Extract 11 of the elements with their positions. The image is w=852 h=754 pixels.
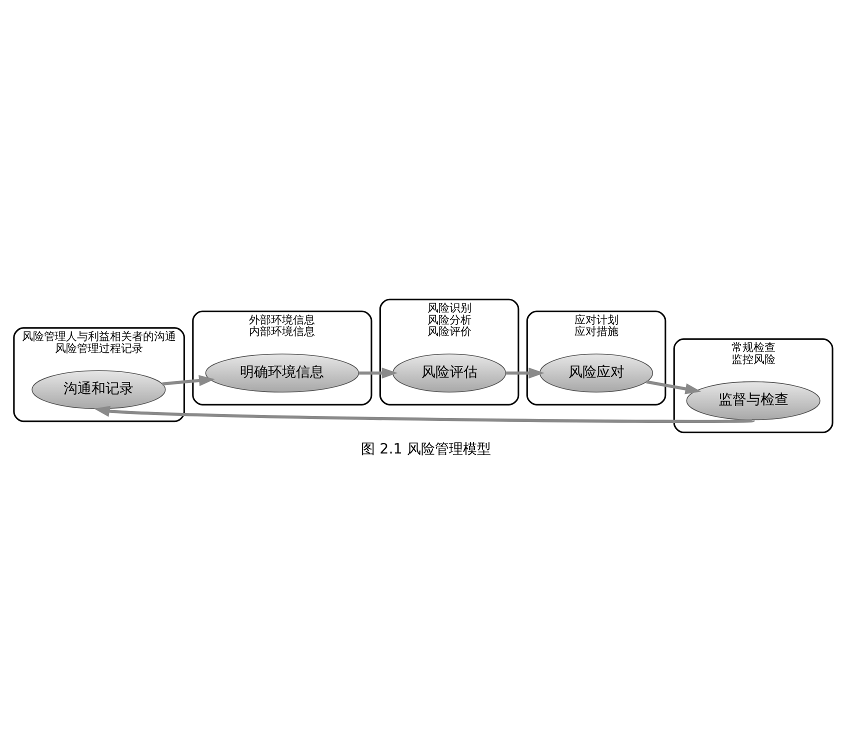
node-ellipse: 明确环境信息 bbox=[205, 354, 360, 392]
arrow bbox=[94, 406, 754, 423]
node-ellipse: 沟通和记录 bbox=[32, 370, 166, 410]
arrow bbox=[506, 368, 544, 379]
arrow bbox=[358, 368, 398, 379]
node-ellipse: 风险评估 bbox=[392, 354, 506, 392]
arrow bbox=[646, 380, 702, 394]
arrow bbox=[162, 375, 215, 386]
node-ellipse: 风险应对 bbox=[539, 354, 654, 392]
node-ellipse: 监督与检查 bbox=[686, 381, 820, 420]
caption: 图 2.1 风险管理模型 bbox=[361, 441, 491, 458]
